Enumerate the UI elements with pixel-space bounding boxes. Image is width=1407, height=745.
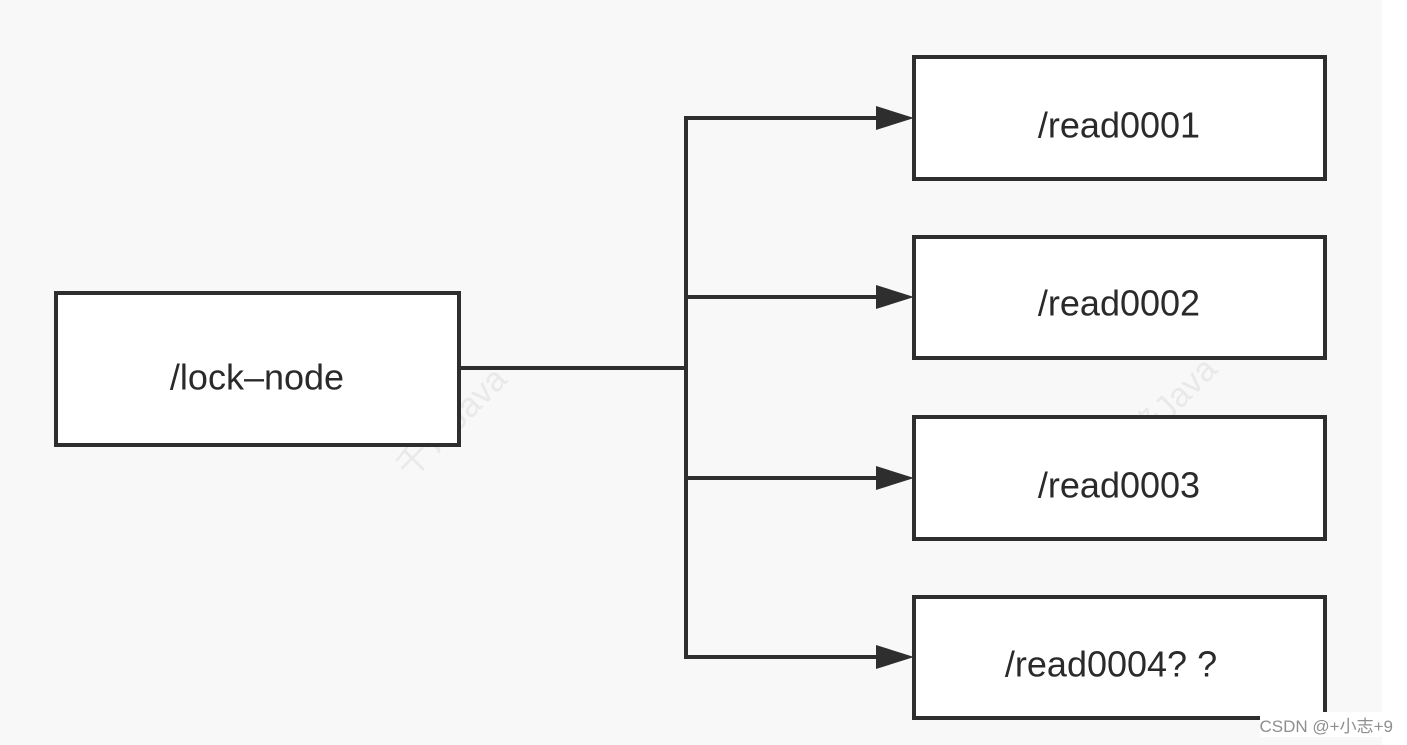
node-read0002: /read0002 xyxy=(912,235,1327,360)
node-read0003-box xyxy=(912,415,1327,541)
node-read0004-box xyxy=(912,595,1327,720)
csdn-credit: CSDN @+小志+9 xyxy=(1259,712,1393,737)
node-read0001: /read0001 xyxy=(912,55,1327,181)
node-lock-node: /lock–node xyxy=(54,291,461,447)
arrowhead-read0001 xyxy=(876,106,914,130)
node-lock-node-label: /lock–node xyxy=(170,357,344,398)
arrowhead-read0004 xyxy=(876,645,914,669)
node-read0002-label: /read0002 xyxy=(1038,283,1200,324)
node-read0004-label: /read0004? ? xyxy=(1005,644,1217,685)
node-read0002-box xyxy=(912,235,1327,360)
node-read0003-label: /read0003 xyxy=(1038,465,1200,506)
node-read0004: /read0004? ? xyxy=(912,595,1327,720)
arrowhead-read0003 xyxy=(876,466,914,490)
node-lock-node-box xyxy=(54,291,461,447)
connectors xyxy=(459,106,914,669)
node-read0001-box xyxy=(912,55,1327,181)
node-read0003: /read0003 xyxy=(912,415,1327,541)
arrowhead-read0002 xyxy=(876,285,914,309)
node-read0001-label: /read0001 xyxy=(1038,105,1200,146)
